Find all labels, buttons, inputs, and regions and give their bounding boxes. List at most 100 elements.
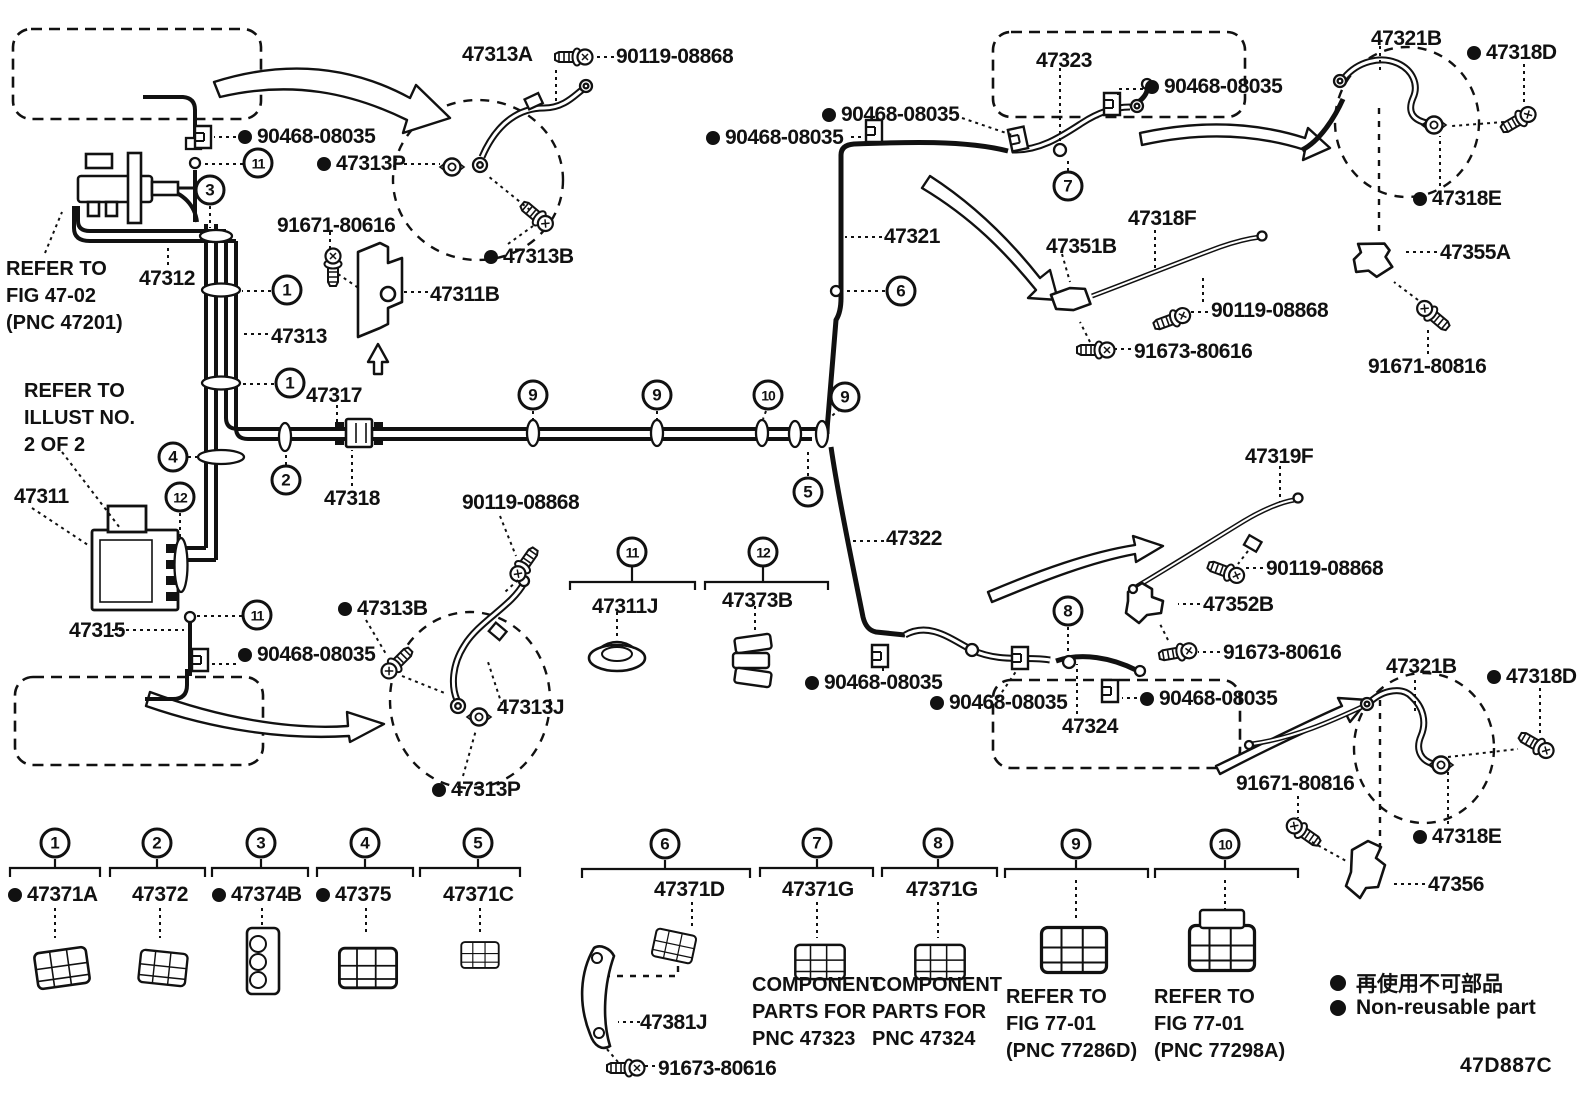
clamp-stack-47373b-glyph	[731, 632, 773, 689]
part-number-text: 47371A	[27, 883, 98, 906]
part-number-text: 91671-80616	[277, 214, 396, 237]
part-number-text: 47372	[132, 883, 188, 906]
note-line: FIG 47-02	[6, 285, 97, 307]
callout-c9-c: 9	[829, 381, 861, 413]
hose-fittings	[449, 73, 1375, 751]
part-label-47318e-tr: 47318E	[1413, 187, 1502, 210]
callout-key-9: 9	[1060, 828, 1092, 860]
part-number-text: 47312	[139, 267, 195, 290]
callout-c12-mid: 12	[747, 536, 779, 568]
part-label-47371a: 47371A	[8, 884, 98, 906]
callout-key-4: 4	[349, 827, 381, 859]
part-label-90119-mid: 90119-08868	[462, 491, 580, 514]
callout-key-5: 5	[462, 827, 494, 859]
part-label-47318d-br: 47318D	[1487, 666, 1577, 688]
non-reusable-dot	[1467, 46, 1481, 60]
bracket-glyphs	[356, 241, 1394, 900]
part-label-47322: 47322	[886, 528, 942, 550]
part-label-90468-tl: 90468-08035	[238, 125, 376, 148]
part-label-47371g-7: 47371G	[782, 879, 854, 901]
part-number-text: 47323	[1036, 49, 1092, 72]
part-label-90468-t2: 90468-08035	[822, 104, 960, 126]
non-reusable-dot	[805, 676, 819, 690]
part-label-47352b: 47352B	[1203, 594, 1274, 616]
part-label-47323: 47323	[1036, 50, 1092, 72]
part-label-90468-ll: 90468-08035	[238, 644, 376, 666]
part-number-text: 47318E	[1432, 187, 1502, 210]
part-number-text: 47352B	[1203, 593, 1274, 616]
part-number-text: 91673-80616	[658, 1057, 777, 1080]
part-label-47318e-br: 47318E	[1413, 826, 1502, 848]
note-line: (PNC 77286D)	[1006, 1040, 1138, 1062]
key-row-brackets	[8, 567, 1300, 878]
part-number-text: 47375	[335, 883, 391, 906]
part-number-text: 47317	[306, 384, 362, 407]
note-line: PARTS FOR	[752, 1001, 867, 1023]
part-label-91671-80816-br: 91671-80816	[1236, 773, 1355, 795]
part-label-47324: 47324	[1062, 716, 1118, 738]
callout-c5-pipe: 5	[792, 476, 824, 508]
part-label-91673-r1: 91673-80616	[1134, 341, 1253, 363]
part-number-text: 47313B	[503, 245, 574, 268]
part-number-text: 90468-08035	[257, 125, 376, 148]
part-number-text: 47355A	[1440, 241, 1511, 264]
part-label-47313b-low: 47313B	[338, 598, 428, 620]
key-row-part-glyphs	[32, 908, 1257, 1050]
part-number-text: 47371G	[782, 878, 854, 901]
non-reusable-dot	[1145, 80, 1159, 94]
non-reusable-dot	[1330, 1000, 1346, 1016]
callout-c12-left: 12	[164, 481, 196, 513]
note-line: REFER TO	[1154, 986, 1255, 1008]
non-reusable-dot	[238, 130, 252, 144]
part-number-text: 47373B	[722, 589, 793, 612]
callout-key-6: 6	[649, 828, 681, 860]
part-label-47313a: 47313A	[462, 44, 533, 66]
note-line: FIG 77-01	[1154, 1013, 1245, 1035]
note-line: (PNC 77298A)	[1154, 1040, 1286, 1062]
note-line: REFER TO	[24, 380, 125, 402]
part-number-text: 47321B	[1386, 655, 1457, 678]
part-label-47356: 47356	[1428, 874, 1484, 896]
part-number-text: 90119-08868	[462, 491, 580, 514]
part-number-text: 47371G	[906, 878, 978, 901]
part-label-91673-r2: 91673-80616	[1223, 641, 1342, 664]
non-reusable-dot	[1413, 830, 1427, 844]
note-line: FIG 77-01	[1006, 1013, 1097, 1035]
part-number-text: 91673-80616	[1223, 641, 1342, 664]
part-label-47371d: 47371D	[654, 879, 725, 901]
callout-key-2: 2	[141, 827, 173, 859]
part-label-47313j: 47313J	[497, 697, 565, 719]
part-number-text: 47351B	[1046, 235, 1117, 258]
callout-c9-b: 9	[641, 379, 673, 411]
part-label-47321: 47321	[884, 226, 940, 248]
brake-plate-circles	[388, 45, 1496, 825]
part-label-47318d-tr: 47318D	[1467, 42, 1557, 64]
callout-c11-top: 11	[242, 147, 274, 179]
callout-key-8: 8	[922, 827, 954, 859]
part-label-47311b: 47311B	[430, 283, 500, 306]
callout-key-7: 7	[801, 827, 833, 859]
non-reusable-dot	[338, 602, 352, 616]
non-reusable-dot	[1413, 192, 1427, 206]
part-label-47371g-8: 47371G	[906, 879, 978, 901]
part-number-text: 47322	[886, 527, 942, 550]
callout-key-3: 3	[245, 827, 277, 859]
callout-c6-pipe: 6	[885, 275, 917, 307]
grommet-47311j-glyph	[587, 640, 647, 673]
part-number-text: 47319F	[1245, 445, 1314, 468]
part-label-47373b: 47373B	[722, 590, 793, 612]
key-row-stems	[54, 880, 1226, 938]
tube-clamp-ovals	[173, 136, 1077, 670]
part-number-text: 47313B	[357, 597, 428, 620]
part-label-90119-r1: 90119-08868	[1211, 300, 1329, 322]
rear-brake-tubes	[824, 139, 1009, 638]
part-number-text: 47313	[271, 325, 327, 348]
note-line: COMPONENT	[752, 974, 882, 996]
part-number-text: 47318	[324, 487, 380, 510]
part-number-text: 47311B	[430, 283, 500, 306]
master-cylinder-glyph	[76, 151, 196, 225]
